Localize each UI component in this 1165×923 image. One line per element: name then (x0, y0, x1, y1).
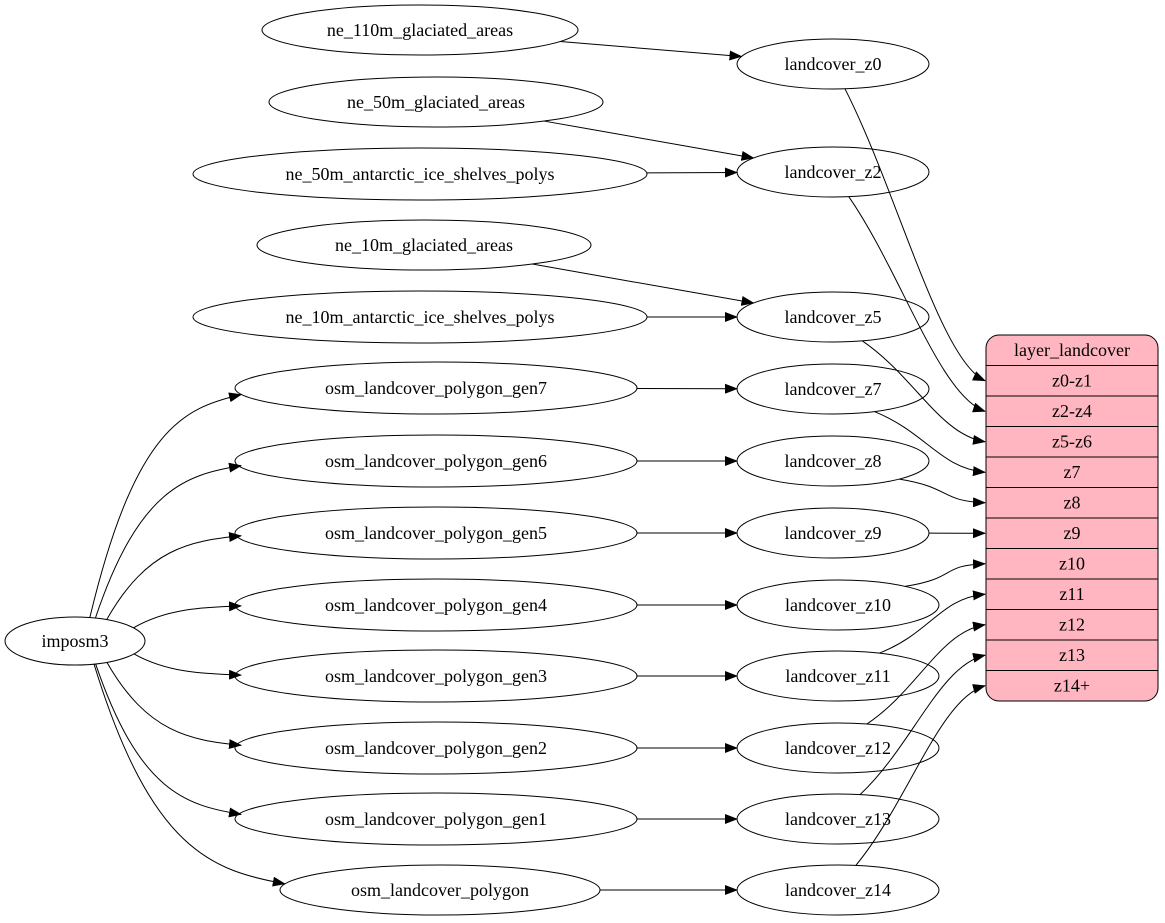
node-label-landcover_z14: landcover_z14 (785, 880, 891, 900)
edge-landcover_z13-to-layer_landcover-z13 (859, 652, 986, 795)
node-shape-landcover_z0 (736, 38, 930, 90)
record-row-z13: z13 (1059, 645, 1085, 665)
node-shape-ne_110m_glaciated_areas (261, 4, 579, 56)
edge-landcover_z8-to-layer_landcover-z8 (899, 478, 986, 508)
edge-landcover_z0-to-layer_landcover-z0-z1 (844, 88, 986, 382)
node-landcover_z12: landcover_z12 (736, 722, 940, 774)
node-label-osm_landcover_polygon_gen4: osm_landcover_polygon_gen4 (325, 595, 547, 615)
record-row-z0-z1: z0-z1 (1052, 371, 1092, 391)
node-label-ne_10m_antarctic_ice_shelves_polys: ne_10m_antarctic_ice_shelves_polys (286, 307, 555, 327)
node-label-landcover_z13: landcover_z13 (785, 809, 891, 829)
record-node-layer-landcover: layer_landcover z0-z1 z2-z4 z5-z6 z7 z8 z9 z10 z… (985, 334, 1159, 702)
node-label-imposm3: imposm3 (41, 631, 108, 651)
record-row-z9: z9 (1064, 523, 1081, 543)
node-label-ne_50m_antarctic_ice_shelves_polys: ne_50m_antarctic_ice_shelves_polys (286, 164, 555, 184)
node-landcover_z0: landcover_z0 (736, 38, 930, 90)
node-landcover_z10: landcover_z10 (736, 579, 940, 631)
node-ne_10m_glaciated_areas: ne_10m_glaciated_areas (256, 219, 592, 271)
node-label-osm_landcover_polygon_gen3: osm_landcover_polygon_gen3 (325, 666, 547, 686)
edge-imposm3-to-osm_landcover_polygon_gen3 (133, 653, 243, 680)
edge-imposm3-to-osm_landcover_polygon_gen6 (94, 462, 243, 619)
node-osm_landcover_polygon_gen6: osm_landcover_polygon_gen6 (234, 434, 638, 488)
node-label-landcover_z8: landcover_z8 (785, 451, 882, 471)
edge-ne_110m_glaciated_areas-to-landcover_z0 (560, 41, 743, 61)
node-landcover_z8: landcover_z8 (736, 435, 930, 487)
edge-landcover_z11-to-layer_landcover-z11 (879, 590, 986, 654)
record-header: layer_landcover (1014, 340, 1130, 360)
graph-nodes: imposm3 ne_110m_glaciated_areas ne_50m_gla… (4, 4, 940, 916)
record-row-z5-z6: z5-z6 (1052, 432, 1092, 452)
edge-imposm3-to-osm_landcover_polygon_gen4 (133, 601, 243, 629)
edge-imposm3-to-osm_landcover_polygon (93, 663, 286, 887)
node-shape-imposm3 (4, 616, 146, 666)
node-osm_landcover_polygon_gen3: osm_landcover_polygon_gen3 (234, 649, 638, 703)
edge-imposm3-to-osm_landcover_polygon_gen2 (106, 662, 243, 750)
node-landcover_z14: landcover_z14 (736, 864, 940, 916)
graph-edges (89, 41, 986, 895)
node-label-landcover_z9: landcover_z9 (785, 523, 882, 543)
node-landcover_z11: landcover_z11 (736, 650, 940, 702)
node-landcover_z7: landcover_z7 (736, 363, 930, 415)
node-label-landcover_z12: landcover_z12 (785, 738, 891, 758)
node-ne_50m_antarctic_ice_shelves_polys: ne_50m_antarctic_ice_shelves_polys (192, 147, 648, 201)
node-label-landcover_z2: landcover_z2 (785, 162, 882, 182)
edge-ne_10m_glaciated_areas-to-landcover_z5 (532, 263, 755, 306)
node-label-landcover_z0: landcover_z0 (785, 54, 882, 74)
node-label-ne_50m_glaciated_areas: ne_50m_glaciated_areas (347, 92, 525, 112)
node-landcover_z13: landcover_z13 (736, 793, 940, 845)
edge-landcover_z7-to-layer_landcover-z7 (874, 411, 986, 477)
node-label-osm_landcover_polygon_gen6: osm_landcover_polygon_gen6 (325, 451, 547, 471)
node-label-landcover_z10: landcover_z10 (785, 595, 891, 615)
node-ne_110m_glaciated_areas: ne_110m_glaciated_areas (261, 4, 579, 56)
record-row-z14+: z14+ (1054, 676, 1090, 696)
node-label-osm_landcover_polygon_gen1: osm_landcover_polygon_gen1 (325, 809, 547, 829)
node-landcover_z5: landcover_z5 (736, 291, 930, 343)
node-label-landcover_z5: landcover_z5 (785, 307, 882, 327)
node-landcover_z9: landcover_z9 (736, 507, 930, 559)
edge-landcover_z2-to-layer_landcover-z2-z4 (848, 196, 986, 413)
record-row-z10: z10 (1059, 554, 1085, 574)
node-osm_landcover_polygon_gen7: osm_landcover_polygon_gen7 (234, 361, 638, 415)
node-label-ne_10m_glaciated_areas: ne_10m_glaciated_areas (335, 235, 513, 255)
record-row-z11: z11 (1059, 584, 1084, 604)
edge-landcover_z12-to-layer_landcover-z12 (866, 621, 986, 725)
record-row-z7: z7 (1064, 462, 1081, 482)
node-osm_landcover_polygon_gen4: osm_landcover_polygon_gen4 (234, 578, 638, 632)
node-osm_landcover_polygon: osm_landcover_polygon (279, 864, 601, 916)
node-label-landcover_z7: landcover_z7 (785, 379, 882, 399)
node-shape-ne_50m_antarctic_ice_shelves_polys (192, 147, 648, 201)
node-label-osm_landcover_polygon: osm_landcover_polygon (351, 880, 529, 900)
node-osm_landcover_polygon_gen1: osm_landcover_polygon_gen1 (234, 792, 638, 846)
node-label-osm_landcover_polygon_gen2: osm_landcover_polygon_gen2 (325, 738, 547, 758)
node-imposm3: imposm3 (4, 616, 146, 666)
node-ne_50m_glaciated_areas: ne_50m_glaciated_areas (268, 76, 604, 128)
node-osm_landcover_polygon_gen5: osm_landcover_polygon_gen5 (234, 506, 638, 560)
record-row-z8: z8 (1064, 493, 1081, 513)
node-label-osm_landcover_polygon_gen7: osm_landcover_polygon_gen7 (325, 378, 547, 398)
edge-landcover_z14-to-layer_landcover-z14+ (855, 684, 986, 866)
node-shape-ne_50m_glaciated_areas (268, 76, 604, 128)
node-label-ne_110m_glaciated_areas: ne_110m_glaciated_areas (327, 20, 513, 40)
node-osm_landcover_polygon_gen2: osm_landcover_polygon_gen2 (234, 721, 638, 775)
node-shape-osm_landcover_polygon_gen7 (234, 361, 638, 415)
edge-imposm3-to-osm_landcover_polygon_gen7 (89, 392, 243, 618)
edge-landcover_z5-to-layer_landcover-z5-z6 (861, 340, 986, 445)
node-label-landcover_z11: landcover_z11 (785, 666, 890, 686)
record-row-z12: z12 (1059, 615, 1085, 635)
edge-imposm3-to-osm_landcover_polygon_gen1 (95, 663, 243, 818)
node-shape-ne_10m_glaciated_areas (256, 219, 592, 271)
node-ne_10m_antarctic_ice_shelves_polys: ne_10m_antarctic_ice_shelves_polys (192, 290, 648, 344)
edge-imposm3-to-osm_landcover_polygon_gen5 (106, 532, 243, 620)
edge-ne_50m_glaciated_areas-to-landcover_z2 (543, 120, 755, 161)
edge-landcover_z10-to-layer_landcover-z10 (904, 559, 986, 587)
node-landcover_z2: landcover_z2 (736, 146, 930, 198)
record-row-z2-z4: z2-z4 (1052, 401, 1092, 421)
node-label-osm_landcover_polygon_gen5: osm_landcover_polygon_gen5 (325, 523, 547, 543)
